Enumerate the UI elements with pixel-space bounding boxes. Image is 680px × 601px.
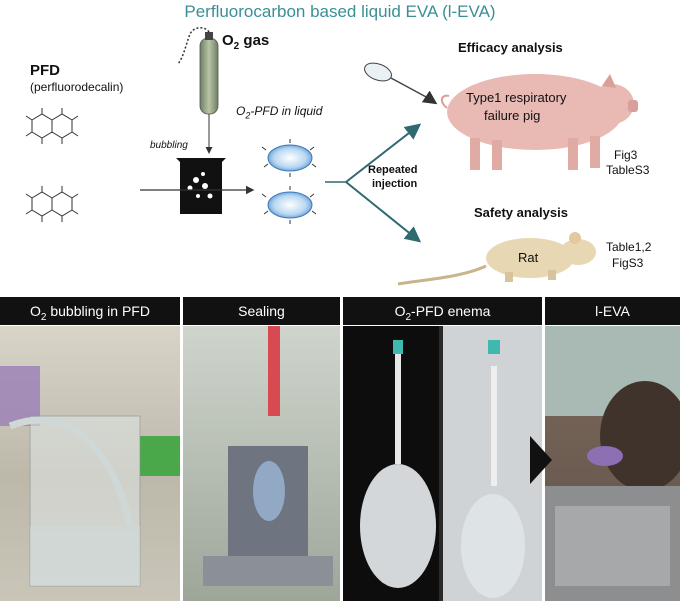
pfd-molecule-1 (25, 108, 79, 144)
o2-cylinder-icon (177, 27, 219, 115)
photo-sealing (183, 326, 340, 601)
pig-icon (441, 74, 638, 170)
o2-pfd-drop-1 (261, 139, 317, 177)
pig-label-1: Type1 respiratory (466, 90, 567, 105)
figs3-label: FigS3 (612, 256, 644, 270)
arrow-to-rat (345, 181, 422, 243)
pfd-sub-label: (perfluorodecalin) (30, 80, 124, 94)
rat-icon (397, 232, 596, 286)
safety-heading: Safety analysis (474, 205, 568, 220)
panel-title-bubbling: O2 bubbling in PFD (0, 297, 180, 325)
o2-gas-label: O2 gas (222, 32, 270, 52)
diagram-graphics (25, 27, 638, 286)
arrow-to-pig (345, 123, 422, 183)
injection-label: injection (372, 178, 418, 190)
o2-pfd-liquid-label: O2-PFD in liquid (236, 104, 323, 121)
panel-title-enema: O2-PFD enema (343, 297, 542, 325)
enema-balloon-icon (364, 62, 438, 105)
o2-pfd-drop-2 (261, 186, 317, 224)
photo-beaker (0, 326, 180, 601)
fig3-label: Fig3 (614, 148, 638, 162)
repeated-label: Repeated (368, 164, 418, 176)
table12-label: Table1,2 (606, 240, 652, 254)
arrow-to-l-eva-icon (530, 436, 552, 484)
rat-label: Rat (518, 250, 539, 265)
tables3-label: TableS3 (606, 163, 650, 177)
beaker-icon (176, 158, 226, 214)
pfd-molecule-2 (25, 186, 79, 222)
efficacy-heading: Efficacy analysis (458, 40, 563, 55)
photo-l-eva (545, 326, 680, 601)
pfd-label: PFD (30, 62, 60, 79)
panel-title-l-eva: l-EVA (545, 297, 680, 325)
pig-label-2: failure pig (484, 108, 541, 123)
diagram-title: Perfluorocarbon based liquid EVA (l-EVA) (184, 2, 496, 21)
photo-enema (343, 326, 542, 601)
bubbling-label: bubbling (150, 140, 188, 151)
panel-title-sealing: Sealing (183, 297, 340, 325)
